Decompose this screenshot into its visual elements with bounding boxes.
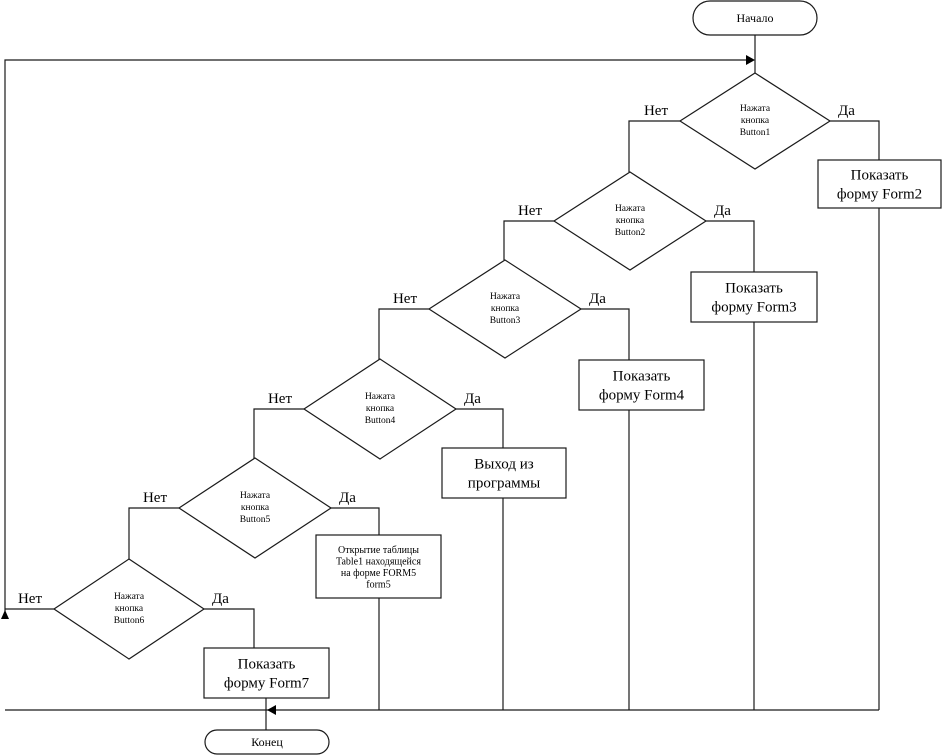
- action-text: форму Form2: [837, 187, 922, 203]
- decision-text: кнопка: [115, 604, 144, 614]
- connector-yes-6: [204, 608, 255, 648]
- decision-text: Нажата: [615, 204, 646, 214]
- decision-text: кнопка: [741, 116, 770, 126]
- start-label: Начало: [737, 11, 774, 25]
- decision-text: Нажата: [365, 392, 396, 402]
- decision-text: кнопка: [366, 404, 395, 414]
- action-text: form5: [366, 579, 390, 590]
- decision-diamond: [678, 72, 832, 170]
- connector-yes-1: [830, 120, 880, 160]
- decision-text: Button1: [740, 128, 771, 138]
- decision-text: Нажата: [740, 104, 771, 114]
- yes-label: Да: [589, 291, 606, 307]
- decision-text: Нажата: [490, 292, 521, 302]
- decision-text: Нажата: [240, 491, 271, 501]
- action-text: Table1 находящейся: [336, 556, 421, 567]
- decision-text: Button2: [615, 228, 646, 238]
- connector-yes-5: [331, 507, 380, 535]
- action-text: Показать: [238, 657, 296, 673]
- action-rect: [203, 647, 330, 699]
- no-label: Нет: [268, 391, 292, 407]
- decision-text: кнопка: [616, 216, 645, 226]
- action-text: программы: [468, 476, 540, 492]
- no-label: Нет: [644, 103, 668, 119]
- decision-diamond: [52, 558, 206, 660]
- end-terminal: Конец: [204, 729, 330, 755]
- action-text: Открытие таблицы: [338, 545, 419, 556]
- decision-text: Нажата: [114, 592, 145, 602]
- action-rect: [315, 534, 442, 599]
- arrow-up-icon: [1, 610, 9, 619]
- action-text: форму Form4: [599, 388, 685, 404]
- action-text: форму Form7: [224, 676, 310, 692]
- connector-loop-top: [4, 59, 748, 612]
- action-box-3: Показать форму Form4: [578, 359, 705, 411]
- decision-text: кнопка: [241, 503, 270, 513]
- arrow-right-icon: [746, 55, 755, 65]
- action-text: Показать: [851, 168, 909, 184]
- decision-text: Button3: [490, 316, 521, 326]
- action-rect: [578, 359, 705, 411]
- connectors: [1, 35, 880, 730]
- no-label: Нет: [518, 203, 542, 219]
- action-box-6: Показать форму Form7: [203, 647, 330, 699]
- decision-text: Button6: [114, 616, 145, 626]
- action-rect: [817, 159, 942, 209]
- yes-label: Да: [464, 391, 481, 407]
- connector-yes-4: [455, 408, 504, 448]
- decision-text: Button4: [365, 416, 396, 426]
- decision-diamond: [177, 457, 333, 559]
- connector-no-3: [378, 308, 429, 360]
- action-text: форму Form3: [711, 300, 796, 316]
- decision-diamond: [427, 259, 583, 359]
- yes-label: Да: [838, 103, 855, 119]
- no-label: Нет: [143, 490, 167, 506]
- decision-text: кнопка: [491, 304, 520, 314]
- action-text: Выход из: [474, 457, 533, 473]
- connector-yes-3: [581, 308, 630, 360]
- end-label: Конец: [251, 735, 283, 749]
- no-label: Нет: [393, 291, 417, 307]
- yes-label: Да: [714, 203, 731, 219]
- action-text: Показать: [725, 281, 783, 297]
- decision-text: Button5: [240, 515, 271, 525]
- yes-label: Да: [212, 591, 229, 607]
- action-rect: [690, 271, 818, 323]
- start-terminal: Начало: [692, 0, 818, 36]
- connector-no-2: [503, 220, 554, 260]
- no-label: Нет: [18, 591, 42, 607]
- arrow-left-icon: [267, 705, 276, 715]
- connector-no-1: [628, 120, 680, 172]
- action-box-2: Показать форму Form3: [690, 271, 818, 323]
- action-box-1: Показать форму Form2: [817, 159, 942, 209]
- yes-label: Да: [339, 490, 356, 506]
- action-rect: [441, 447, 567, 499]
- decisions: НажатакнопкаButton1НажатакнопкаButton2На…: [52, 72, 832, 660]
- connector-no-5: [128, 507, 179, 560]
- action-box-4: Выход из программы: [441, 447, 567, 499]
- action-text: Показать: [613, 369, 671, 385]
- connector-no-4: [253, 408, 304, 459]
- connector-yes-2: [706, 220, 755, 272]
- decision-diamond: [302, 358, 458, 460]
- decision-diamond: [552, 171, 708, 271]
- action-text: на форме FORM5: [341, 568, 416, 579]
